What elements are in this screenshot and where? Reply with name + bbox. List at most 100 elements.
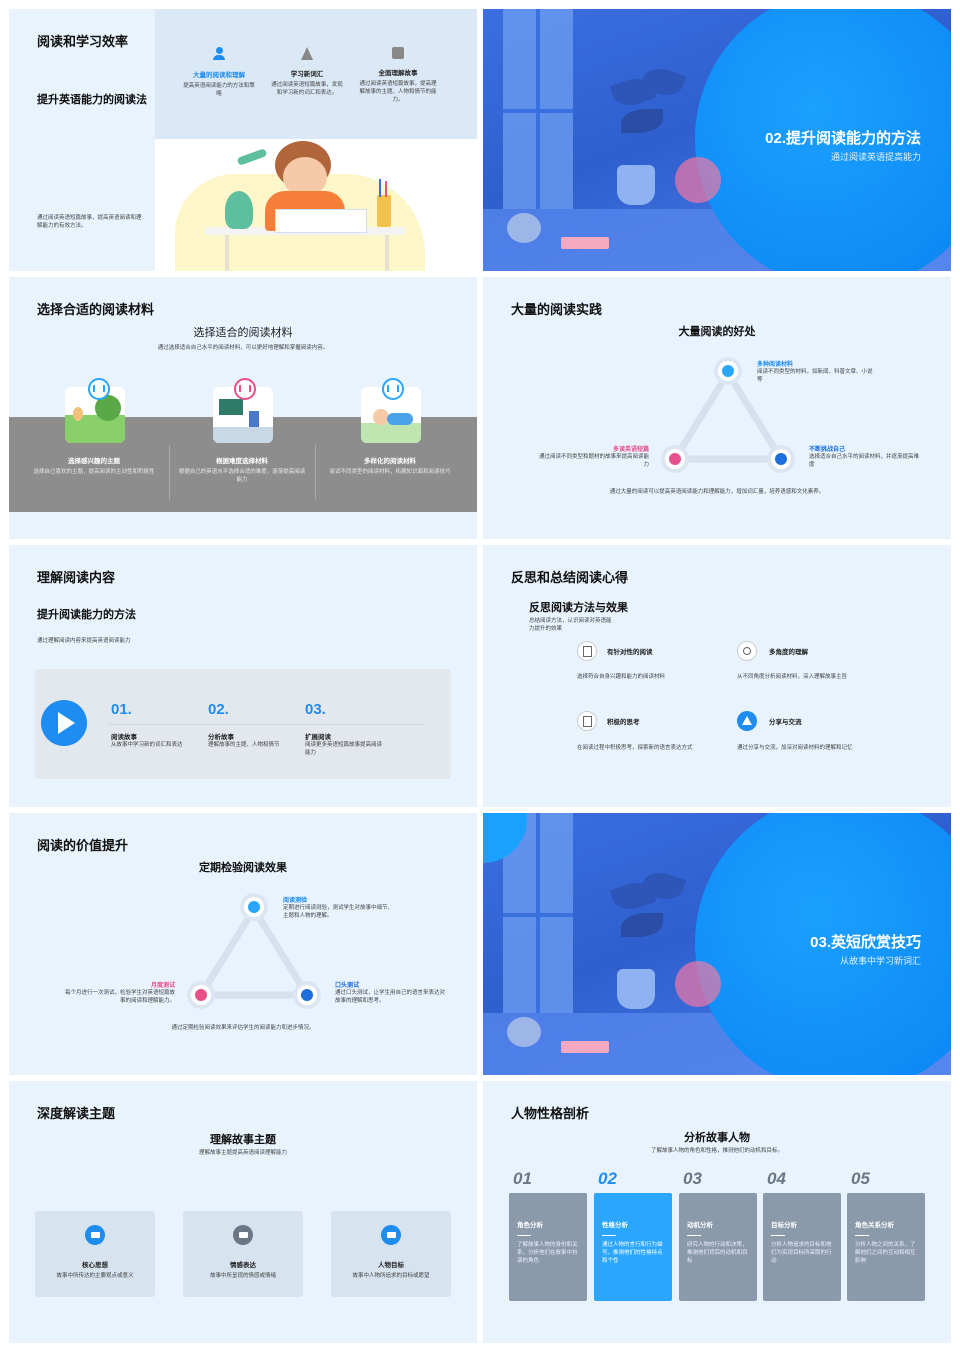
feature-label: 学习新词汇: [290, 71, 324, 78]
benefit-label: 多种阅读材料: [757, 362, 794, 368]
slide-character-analysis: 人物性格剖析 分析故事人物 了解故事人物的角色和性格，推测他们的动机和目标。 0…: [483, 1081, 951, 1343]
analysis-column: 角色分析 了解故事人物的身份和关系，分析他们在故事中扮演的角色: [509, 1193, 587, 1301]
benefit-top: 多种阅读材料 阅读不同类型的材料，如新闻、科普文章、小说等: [757, 359, 877, 384]
column-label: 角色关系分析: [855, 1222, 894, 1229]
park-picture: [65, 387, 125, 443]
section-intro: 了解故事人物的角色和性格，推测他们的动机和目标。: [650, 1148, 783, 1154]
slide-subtitle: 提升英语能力的阅读法: [37, 94, 147, 106]
theme-card: 核心思想 故事中所传达的主要观点或意义: [35, 1211, 155, 1297]
left-panel: [9, 9, 155, 271]
step-item: 03. 扩展阅读 阅读更多英语短篇故事提高阅读能力: [305, 701, 385, 757]
check-desc: 通过口头测试，让学生用自己的语言来表达对故事的理解和思考。: [335, 990, 446, 1004]
classroom-picture: [213, 387, 273, 443]
flask-icon: [301, 47, 313, 60]
theme-icon: [85, 1225, 105, 1245]
material-desc: 选择自己喜欢的主题，提高阅读的主动性和积极性: [33, 469, 155, 475]
step-number: 03.: [305, 701, 326, 718]
benefit-desc: 阅读不同类型的材料，如新闻、科普文章、小说等: [757, 369, 873, 383]
theme-icon: [233, 1225, 253, 1245]
feature-item: 学习新词汇 通过阅读英语短篇故事，发现和学习新的词汇和表达。: [269, 47, 345, 97]
child-lying-picture: [361, 387, 421, 443]
step-label: 分析故事: [208, 734, 234, 741]
feature-label: 全面理解故事: [378, 70, 418, 77]
reflect-desc: 选择符合自身兴趣和能力的阅读材料: [577, 674, 666, 680]
check-label: 阅读测验: [283, 898, 308, 904]
clipboard-icon: [577, 641, 597, 661]
section-intro: 理解故事主题提高英语阅读理解能力: [198, 1150, 287, 1156]
play-icon[interactable]: [41, 700, 87, 746]
column-rule: [687, 1235, 701, 1236]
footer-note: 通过大量的阅读可以提高英语阅读能力和理解能力，增加词汇量，培养语感和文化素养。: [609, 489, 825, 495]
book-decoration: [561, 1041, 609, 1053]
feature-label: 大量的阅读和理解: [193, 72, 245, 79]
theme-label: 情感表达: [230, 1262, 256, 1269]
plant-decoration: [603, 62, 693, 205]
document-icon: [577, 711, 597, 731]
section-intro: 总结阅读方法，认识阅读对英语能力提升的效果: [529, 618, 612, 632]
window-frame: [503, 109, 573, 113]
child-reading-illustration: [165, 139, 477, 271]
slide-intro: 通过理解阅读内容来提高英语阅读能力: [37, 638, 131, 644]
material-item: 根据难度选择材料 根据自己的英语水平选择合适的难度，逐渐提高阅读能力: [177, 455, 307, 484]
node-right: [771, 449, 791, 469]
feature-desc: 提高英语阅读能力的方法和策略: [183, 83, 255, 97]
footer-note: 通过定期检验阅读效果来评估学生的阅读能力和进步情况。: [171, 1025, 315, 1031]
material-item: 选择感兴趣的主题 选择自己喜欢的主题，提高阅读的主动性和积极性: [29, 455, 159, 476]
top-panel: [155, 9, 477, 139]
section-intro: 通过选择适合自己水平的阅读材料，可以更好地理解和掌握阅读内容。: [157, 345, 329, 351]
slide-title: 阅读的价值提升: [37, 838, 129, 853]
slide-title: 理解阅读内容: [37, 570, 116, 585]
material-item: 多样化的阅读材料 尝试不同类型的阅读材料，拓展知识面和阅读技巧: [325, 455, 455, 476]
window-frame: [503, 913, 573, 917]
step-item: 01. 阅读故事 从故事中学习新的词汇和表达: [111, 701, 191, 749]
slide-description: 通过阅读英语短篇故事，提高英语阅读和理解能力的有效方法。: [37, 215, 142, 229]
book-decoration: [561, 237, 609, 249]
node-left: [665, 449, 685, 469]
section-title: 03.英短欣赏技巧: [810, 934, 921, 951]
feature-item: 全面理解故事 通过阅读英语短篇故事，提高理解故事的主题、人物和情节的能力。: [359, 47, 437, 104]
column-label: 性格分析: [602, 1222, 628, 1229]
chart-icon: [382, 378, 404, 400]
column-number: 04: [767, 1169, 786, 1188]
section-title: 02.提升阅读能力的方法: [765, 130, 921, 147]
user-icon: [213, 47, 225, 61]
slide-reading-efficiency: 阅读和学习效率 提升英语能力的阅读法 通过阅读英语短篇故事，提高英语阅读和理解能…: [9, 9, 477, 271]
slide-title: 深度解读主题: [37, 1106, 116, 1121]
plant-decoration: [603, 866, 693, 1009]
ball-decoration: [507, 1017, 541, 1047]
feature-desc: 通过阅读英语短篇故事，发现和学习新的词汇和表达。: [271, 82, 343, 96]
divider: [315, 445, 316, 500]
analysis-column-active: 性格分析 通过人物的言行和行为描写，推测他们的性格特点和个性: [594, 1193, 672, 1301]
section-cover-03: 03.英短欣赏技巧 从故事中学习新词汇: [483, 813, 951, 1075]
step-item: 02. 分析故事 理解故事的主题、人物和情节: [208, 701, 288, 749]
section-heading: 大量阅读的好处: [678, 326, 756, 338]
theme-desc: 故事中所呈现的情感或情绪: [209, 1273, 276, 1279]
ball-decoration: [507, 213, 541, 243]
theme-label: 人物目标: [378, 1262, 404, 1269]
benefit-right: 不断挑战自己 选择适合自己水平的阅读材料，并逐渐提高难度: [809, 444, 921, 469]
slide-reflect-summary: 反思和总结阅读心得 反思阅读方法与效果 总结阅读方法，认识阅读对英语能力提升的效…: [483, 545, 951, 807]
analysis-column: 角色关系分析 分析人物之间的关系，了解他们之间的互动和相互影响: [847, 1193, 925, 1301]
step-desc: 阅读更多英语短篇故事提高阅读能力: [305, 742, 383, 756]
step-number: 02.: [208, 701, 229, 718]
check-desc: 每个月进行一次测试，检验学生对英语短篇故事的阅读和理解能力。: [65, 990, 176, 1004]
step-number: 01.: [111, 701, 132, 718]
reflect-label: 有针对性的阅读: [607, 649, 653, 656]
column-label: 角色分析: [517, 1222, 543, 1229]
pink-circle: [675, 157, 721, 203]
chart-icon: [234, 378, 256, 400]
theme-card: 人物目标 故事中人物所追求的目标或愿望: [331, 1211, 451, 1297]
section-subtitle: 从故事中学习新词汇: [839, 956, 921, 966]
check-top: 阅读测验 定期进行阅读测验，测试学生对故事中细节、主题和人物的理解。: [283, 895, 395, 920]
reflect-desc: 通过分享与交流，加深对阅读材料的理解和记忆: [737, 745, 853, 751]
section-heading: 理解故事主题: [210, 1134, 276, 1146]
check-right: 口头测试 通过口头测试，让学生用自己的语言来表达对故事的理解和思考。: [335, 980, 447, 1005]
section-heading: 反思阅读方法与效果: [529, 602, 628, 614]
node-right: [297, 985, 317, 1005]
theme-icon: [381, 1225, 401, 1245]
material-label: 选择感兴趣的主题: [68, 458, 120, 465]
slide-reading-practice: 大量的阅读实践 大量阅读的好处 多种阅读材料 阅读不同类型的材料，如新闻、科普文…: [483, 277, 951, 539]
column-desc: 研究人物的行动和决策，推测他们背后的动机和目标: [687, 1242, 748, 1264]
node-top: [718, 361, 738, 381]
feature-item: 大量的阅读和理解 提高英语阅读能力的方法和策略: [181, 47, 257, 98]
